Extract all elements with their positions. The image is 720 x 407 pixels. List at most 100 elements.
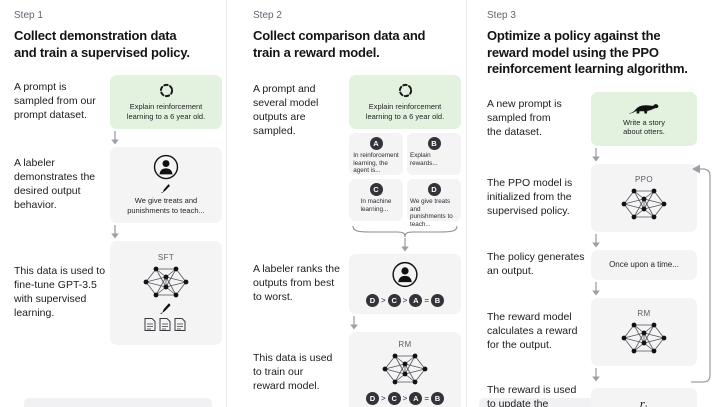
step-3-reward-text: The reward is used to update the policy … bbox=[487, 383, 577, 407]
sft-model-box: SFT bbox=[110, 240, 222, 345]
output-d-caption: We give treats and punishments to teach.… bbox=[410, 197, 453, 229]
output-d-box: D We give treats and punishments to teac… bbox=[407, 178, 461, 228]
reward-value-box: rk bbox=[591, 387, 697, 407]
step-2-column: Step 2 Collect comparison data and train… bbox=[227, 0, 683, 407]
model-outputs-grid: A In reinforcement learning, the agent i… bbox=[349, 132, 461, 228]
step-1-row-labeler: A labeler demonstrates the desired outpu… bbox=[14, 146, 222, 223]
rank-chip: B bbox=[431, 392, 444, 406]
output-c-chip: C bbox=[369, 182, 383, 196]
down-arrow-icon bbox=[401, 237, 409, 252]
new-prompt-caption: Write a story about otters. bbox=[623, 117, 665, 137]
rank-separator: > bbox=[402, 295, 408, 305]
ppo-label: PPO bbox=[634, 174, 654, 184]
person-icon bbox=[392, 261, 418, 287]
down-arrow-icon bbox=[592, 147, 600, 162]
step-3-row-rm: The reward model calculates a reward for… bbox=[487, 297, 697, 366]
down-arrow-icon bbox=[350, 315, 358, 330]
output-a-box: A In reinforcement learning, the agent i… bbox=[349, 132, 403, 175]
step-1-labeler-text: A labeler demonstrates the desired outpu… bbox=[14, 157, 96, 211]
cutoff-card-1 bbox=[24, 398, 212, 407]
down-arrow-icon bbox=[592, 281, 600, 296]
step-1-headline: Collect demonstration data and train a s… bbox=[14, 28, 190, 60]
step-3-label: Step 3 bbox=[487, 10, 516, 21]
step-3-output-text: The policy generates an output. bbox=[487, 251, 585, 277]
policy-output-box: Once upon a time... bbox=[591, 249, 697, 280]
cycle-icon bbox=[398, 84, 412, 98]
output-b-box: B Explain rewards... bbox=[407, 132, 461, 175]
ranking-row: D > C > A = B bbox=[365, 392, 444, 406]
rank-separator: > bbox=[380, 394, 386, 404]
prompt-sample-caption-2: Explain reinforcement learning to a 6 ye… bbox=[365, 102, 445, 121]
rank-separator: > bbox=[402, 394, 408, 404]
ranking-row: D > C > A = B bbox=[365, 293, 444, 307]
cutoff-card-2 bbox=[479, 398, 683, 407]
step-1-row-sft: This data is used to fine-tune GPT-3.5 w… bbox=[14, 240, 222, 345]
reward-model-box: RM D > C > A = B bbox=[349, 331, 461, 407]
step-2-label: Step 2 bbox=[253, 10, 282, 21]
rank-separator: = bbox=[424, 394, 429, 404]
pen-icon bbox=[161, 184, 170, 194]
labeler-demo-caption: We give treats and punishments to teach.… bbox=[127, 196, 205, 215]
step-2-row-prompt: A prompt and several model outputs are s… bbox=[253, 75, 461, 252]
step-1-prompt-text: A prompt is sampled from our prompt data… bbox=[14, 81, 96, 121]
output-c-caption: In machine learning... bbox=[360, 197, 392, 213]
step-2-prompt-text: A prompt and several model outputs are s… bbox=[253, 83, 319, 137]
step-2-headline: Collect comparison data and train a rewa… bbox=[253, 28, 426, 60]
down-arrow-icon bbox=[592, 367, 600, 382]
down-arrow-icon bbox=[592, 233, 600, 248]
labeler-rank-box: D > C > A = B bbox=[349, 253, 461, 314]
step-3-column: Step 3 Optimize a policy against the rew… bbox=[467, 0, 720, 407]
step-3-prompt-text: A new prompt is sampled from the dataset… bbox=[487, 98, 562, 138]
output-d-chip: D bbox=[427, 182, 441, 196]
output-b-chip: B bbox=[427, 136, 441, 150]
step-3-rm-text: The reward model calculates a reward for… bbox=[487, 311, 578, 351]
feedback-loop-arrow bbox=[691, 164, 711, 383]
step-3-ppo-text: The PPO model is initialized from the su… bbox=[487, 177, 573, 217]
rank-chip: A bbox=[409, 392, 423, 406]
otter-icon bbox=[629, 103, 659, 114]
cycle-icon bbox=[159, 84, 173, 98]
step-2-row-rank: A labeler ranks the outputs from best to… bbox=[253, 253, 461, 314]
step-1-sft-text: This data is used to fine-tune GPT-3.5 w… bbox=[14, 265, 106, 319]
neural-network-icon bbox=[621, 188, 667, 220]
new-prompt-box: Write a story about otters. bbox=[591, 91, 697, 146]
rank-separator: > bbox=[380, 295, 386, 305]
step-3-row-prompt: A new prompt is sampled from the dataset… bbox=[487, 91, 697, 146]
output-a-caption: In reinforcement learning, the agent is.… bbox=[353, 151, 399, 175]
neural-network-icon bbox=[143, 266, 189, 298]
rm-label-3: RM bbox=[637, 308, 651, 318]
rank-chip: D bbox=[365, 392, 379, 406]
brace-icon bbox=[352, 225, 458, 237]
rank-separator: = bbox=[424, 295, 429, 305]
labeler-demo-box: We give treats and punishments to teach.… bbox=[110, 146, 222, 223]
output-a-chip: A bbox=[369, 136, 383, 150]
pen-icon bbox=[160, 303, 171, 315]
output-b-caption: Explain rewards... bbox=[410, 151, 438, 167]
step-2-rm-text: This data is used to train our reward mo… bbox=[253, 351, 333, 392]
neural-network-icon bbox=[621, 322, 667, 354]
step-3-row-reward: The reward is used to update the policy … bbox=[487, 383, 697, 407]
step-3-row-ppo: The PPO model is initialized from the su… bbox=[487, 163, 697, 232]
step-1-label: Step 1 bbox=[14, 10, 43, 21]
output-c-box: C In machine learning... bbox=[349, 178, 403, 221]
neural-network-icon bbox=[382, 353, 428, 385]
step-3-headline: Optimize a policy against the reward mod… bbox=[487, 28, 688, 77]
prompt-sample-box: Explain reinforcement learning to a 6 ye… bbox=[110, 75, 222, 129]
person-icon bbox=[153, 154, 179, 179]
step-2-rank-text: A labeler ranks the outputs from best to… bbox=[253, 262, 340, 303]
reward-value: rk bbox=[639, 395, 649, 407]
step-1-row-prompt: A prompt is sampled from our prompt data… bbox=[14, 75, 222, 129]
prompt-sample-box-2: Explain reinforcement learning to a 6 ye… bbox=[349, 75, 461, 129]
down-arrow-icon bbox=[111, 130, 119, 145]
rank-chip: B bbox=[431, 293, 444, 307]
reward-calc-box: RM bbox=[591, 297, 697, 366]
ppo-model-box: PPO bbox=[591, 163, 697, 232]
rank-chip: A bbox=[409, 293, 423, 307]
prompt-sample-caption: Explain reinforcement learning to a 6 ye… bbox=[126, 102, 206, 121]
step-2-row-rm: This data is used to train our reward mo… bbox=[253, 331, 461, 407]
down-arrow-icon bbox=[111, 224, 119, 239]
rank-chip: C bbox=[387, 392, 401, 406]
sft-label: SFT bbox=[157, 253, 175, 263]
step-1-column: Step 1 Collect demonstration data and tr… bbox=[0, 0, 227, 407]
